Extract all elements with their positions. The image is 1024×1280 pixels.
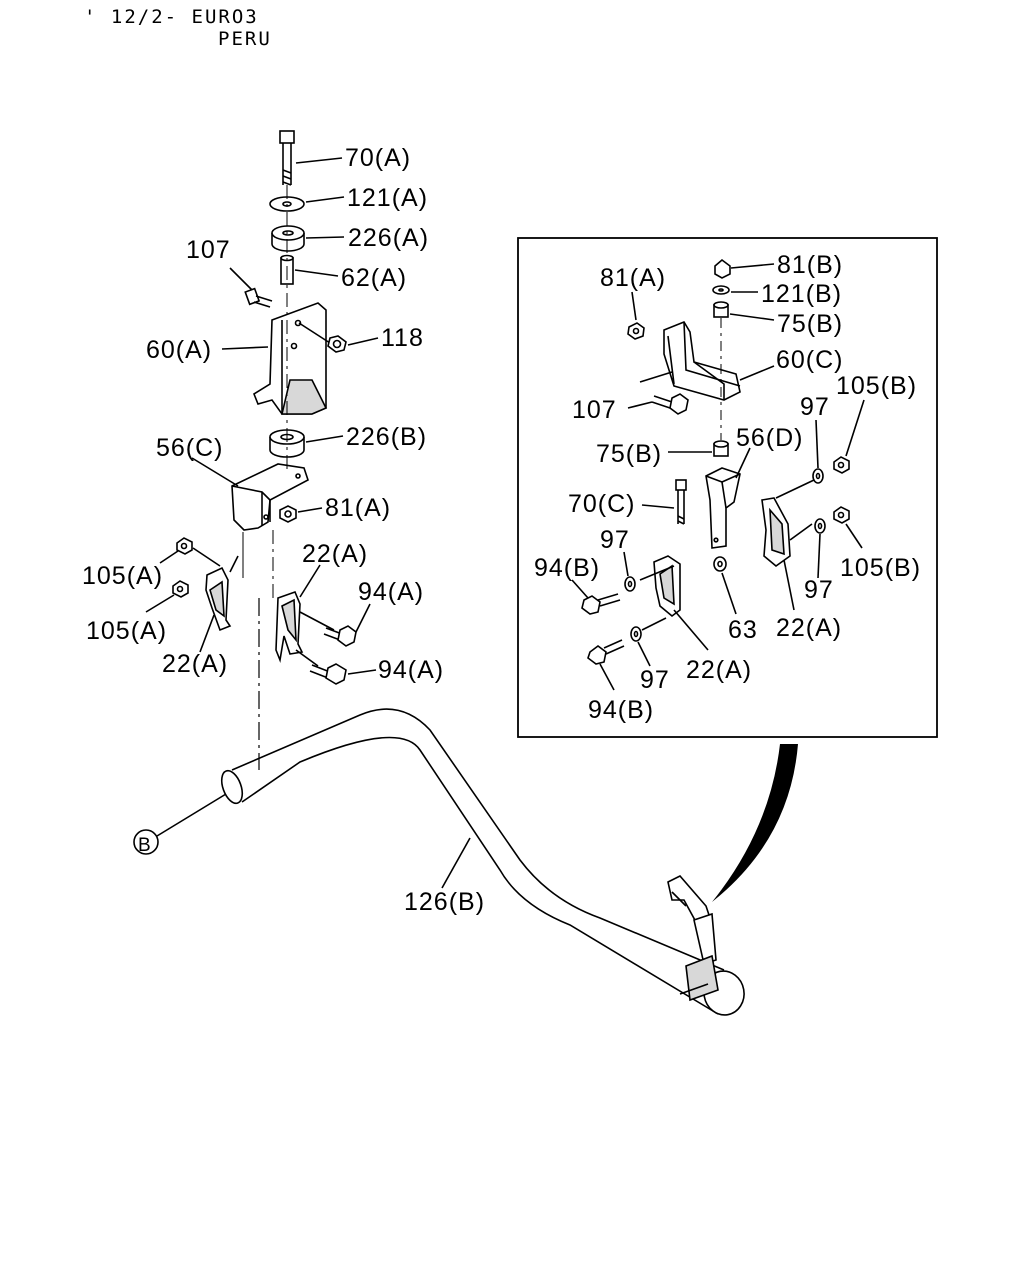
label-22a-middle: 22(A) [302,540,368,568]
label-94b-upper: 94(B) [534,554,600,582]
nut-81a-left [279,505,297,523]
collar-75b-mid [713,440,729,457]
label-105a-upper: 105(A) [82,562,163,590]
label-63: 63 [728,616,758,644]
label-22a-left: 22(A) [162,650,228,678]
washer-121b [712,285,730,295]
label-226a: 226(A) [348,224,429,252]
clamp-22a-bottom [653,555,681,618]
bolt-70c [675,479,687,525]
view-b-marker-icon [133,829,159,855]
label-107-left: 107 [186,236,231,264]
bracket-56d [705,467,741,549]
label-56c: 56(C) [156,434,224,462]
label-121a: 121(A) [347,184,428,212]
clamp-22a-left [205,555,239,632]
detail-pointer [712,744,798,902]
label-view-b: B [138,835,152,856]
nut-105b-right [833,506,850,524]
label-81a-detail: 81(A) [600,264,666,292]
bolt-94b-upper [581,593,621,615]
label-94a-upper: 94(A) [358,578,424,606]
label-121b: 121(B) [761,280,842,308]
washer-97-right [814,518,826,534]
label-97-bottom: 97 [640,666,670,694]
label-22a-bottom: 22(A) [686,656,752,684]
detail-view-frame [517,237,938,738]
header-region: PERU [218,28,272,50]
bolt-70a [279,130,295,186]
bracket-60a [253,302,328,415]
nut-81b [714,258,731,279]
label-94b-lower: 94(B) [588,696,654,724]
washer-97-top [812,468,824,484]
label-105b-top: 105(B) [836,372,917,400]
nut-105b-top [833,456,850,474]
header-date-code: ' 12/2- EURO3 [84,6,259,28]
label-105b-right: 105(B) [840,554,921,582]
label-22a-right: 22(A) [776,614,842,642]
label-81a-left: 81(A) [325,494,391,522]
collar-63 [713,556,727,572]
label-60a: 60(A) [146,336,212,364]
label-94a-lower: 94(A) [378,656,444,684]
bolt-94a-lower [295,649,347,685]
label-226b: 226(B) [346,423,427,451]
bolt-107-detail [651,393,689,415]
washer-97-bottom [630,626,642,642]
exhaust-pipe-126b [220,708,745,1016]
label-81b: 81(B) [777,251,843,279]
bolt-107-left [244,287,273,308]
clamp-22a-middle [275,590,304,663]
rubber-mount-226a [271,225,305,252]
bracket-56c [231,463,309,531]
bracket-60c [639,321,741,401]
label-118: 118 [381,324,424,352]
label-75b-top: 75(B) [777,310,843,338]
label-97-top: 97 [800,393,830,421]
nut-105a-upper [176,537,221,567]
mounted-bracket-on-pipe [667,875,719,1002]
bolt-94b-lower [587,639,625,665]
label-107-detail: 107 [572,396,617,424]
label-97-right: 97 [804,576,834,604]
label-62a: 62(A) [341,264,407,292]
nut-105a-lower [172,580,189,598]
nut-118 [298,322,347,353]
label-75b-mid: 75(B) [596,440,662,468]
washer-97-mid [624,576,636,592]
collar-75b-top [713,301,729,318]
label-97-mid: 97 [600,526,630,554]
label-60c: 60(C) [776,346,844,374]
label-70a: 70(A) [345,144,411,172]
label-70c: 70(C) [568,490,636,518]
nut-81a-detail [627,322,645,340]
label-56d: 56(D) [736,424,804,452]
label-126b: 126(B) [404,888,485,916]
clamp-22a-right [761,497,791,568]
label-105a-lower: 105(A) [86,617,167,645]
bolt-94a-upper [299,611,357,647]
